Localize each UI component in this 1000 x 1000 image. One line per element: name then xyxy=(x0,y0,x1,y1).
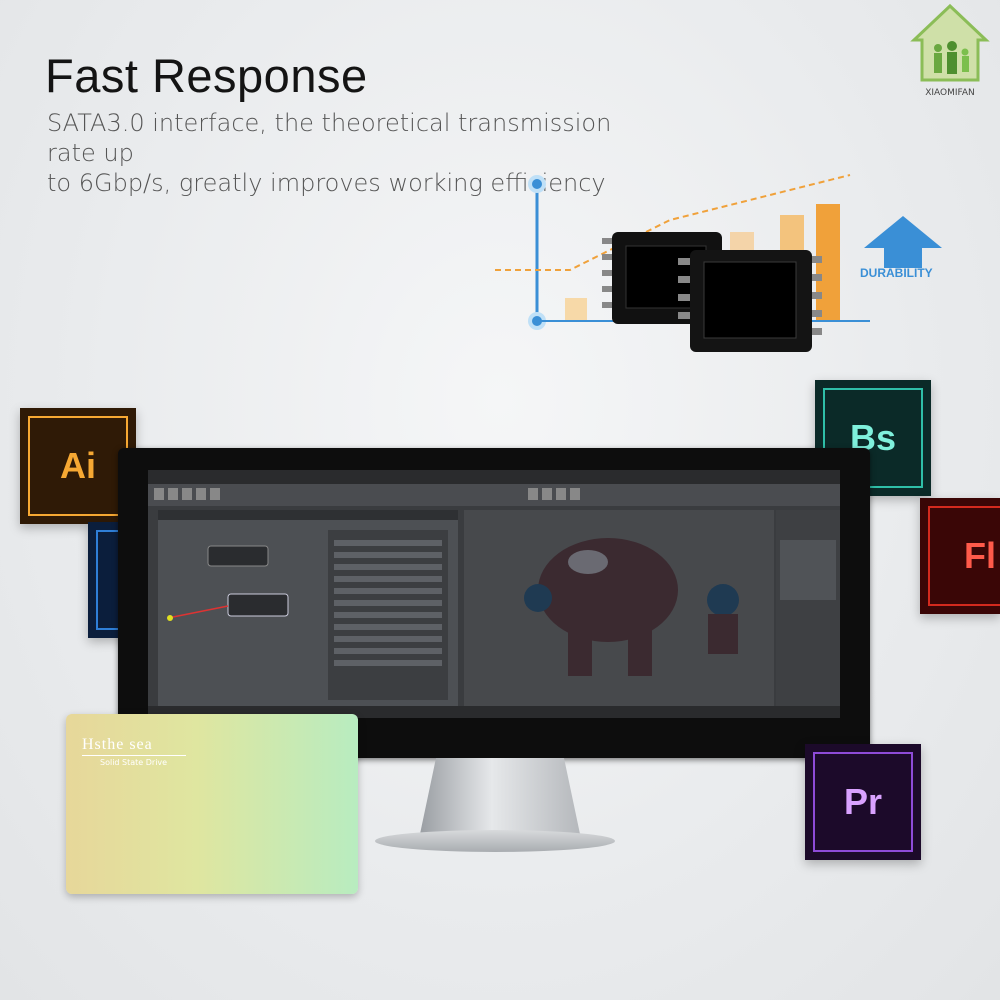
robot-model xyxy=(524,538,739,676)
monitor xyxy=(118,448,870,758)
logo-text: XIAOMIFAN xyxy=(925,88,975,98)
premiere-tile: Pr xyxy=(805,744,921,860)
ssd-drive: Hsthe sea Solid State Drive xyxy=(66,714,358,894)
illustrator-icon: Ai xyxy=(28,416,128,516)
ssd-subtitle: Solid State Drive xyxy=(100,758,168,767)
durability-label: DURABILITY xyxy=(860,266,933,280)
flash-icon: Fl xyxy=(928,506,1000,606)
ssd-brand: Hsthe sea xyxy=(82,736,153,753)
ssd-underline xyxy=(82,755,186,756)
illustrator-tile: Ai xyxy=(20,408,136,524)
monitor-stand-neck xyxy=(420,758,580,834)
memory-chip xyxy=(678,250,822,352)
house-family-icon xyxy=(910,3,990,82)
flash-tile: Fl xyxy=(920,498,1000,614)
premiere-icon: Pr xyxy=(813,752,913,852)
brand-logo: XIAOMIFAN xyxy=(910,2,990,102)
performance-graphic xyxy=(495,174,870,352)
monitor-screen xyxy=(148,470,840,718)
description-line-1: SATA3.0 interface, the theoretical trans… xyxy=(47,109,612,167)
page-title: Fast Response xyxy=(45,49,368,102)
description-line-2: to 6Gbp/s, greatly improves working effi… xyxy=(47,169,606,197)
up-arrow-icon xyxy=(864,216,942,268)
3d-software-screenshot xyxy=(148,470,840,718)
monitor-stand-base xyxy=(375,830,615,852)
description: SATA3.0 interface, the theoretical trans… xyxy=(47,108,647,198)
bridge-icon: Bs xyxy=(823,388,923,488)
bar xyxy=(565,298,587,320)
